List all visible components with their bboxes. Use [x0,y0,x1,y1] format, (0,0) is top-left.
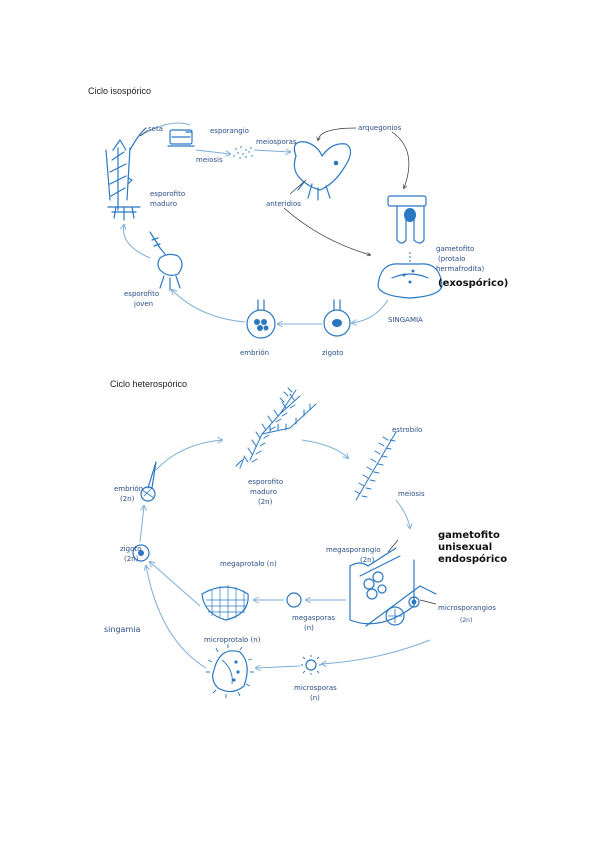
strobilus-drawing [355,432,396,500]
zygote-drawing [324,300,350,336]
label-esporofito-maduro-3-h: (2n) [258,498,273,506]
label-megaspora-1: megasporas [292,614,335,622]
label-zigoto-1-h: zigoto [120,545,141,553]
label-esporofito-maduro-2-h: maduro [250,488,277,496]
label-embrion: embrión [240,349,269,357]
label-gametofito-2: (protalo [438,255,465,263]
arrow-syngamy [352,300,388,323]
young-sporophyte-drawing [150,232,182,290]
label-embrion-2-h: (2n) [120,495,135,503]
megaspore-drawing [287,593,301,607]
pointer-microsporangio [420,600,436,604]
arrow-sporophyte-to-strobilus [302,440,348,458]
arrow-zygote-to-embryo-2 [140,506,144,542]
label-esporofito-maduro-1: esporofito [150,190,185,198]
embryo-drawing-2 [141,462,156,501]
meiospores-drawing [233,146,253,159]
label-megaspora-2: (n) [304,624,314,632]
label-singamia: SINGAMIA [388,316,423,324]
arrow-meiosis [196,150,230,154]
label-gametofito-2-h: unisexual [438,542,492,553]
label-meiosporas: meiosporas [256,138,297,146]
arrow-meiosis-2 [396,500,410,528]
mature-sporophyte-drawing-2 [236,388,316,468]
label-zigoto-2-h: (2n) [124,555,139,563]
label-exosporico: (exospórico) [438,277,508,289]
pointer-anteridios [290,180,306,194]
gametophyte-cup-drawing [378,264,442,298]
arrow-microsporangio-to-microspore [322,640,430,664]
label-gametofito-3-h: endospórico [438,553,507,565]
label-microsporangio-1: microsporangios [438,604,496,612]
microspore-drawing [301,655,321,675]
label-meiosis-h: meiosis [398,490,425,498]
label-anteridios: anteridios [266,200,301,208]
label-esporangio: esporangio [210,127,249,135]
label-microprotalo: microprotalo (n) [204,636,261,644]
heterosporic-cycle: estrobilo esporofito maduro (2n) meiosis… [104,388,507,702]
arrow-microprothallus-to-zygote [146,566,206,668]
label-microsporangio-2: (2n) [460,617,472,624]
label-zigoto: zigoto [322,349,343,357]
pointer-archegonios [318,128,356,140]
arrow-embryo-to-young [172,290,245,322]
label-gametofito-3: hermafrodita) [436,265,485,273]
label-meiosis: meiosis [196,156,223,164]
archegonium-drawing [388,196,426,243]
arrow-microspore-to-microprothallus [256,666,300,668]
label-microspora-2: (n) [310,694,320,702]
label-arquegonios: arquegonios [358,124,402,132]
arrow-embryo-to-sporophyte [156,440,222,470]
label-megasporangio-2: (2n) [360,556,375,564]
megaprothallus-drawing [202,585,248,620]
label-esporofito-maduro-1-h: esporofito [248,478,283,486]
label-embrion-1-h: embrión [114,485,143,493]
label-esporofito-joven-1: esporofito [124,290,159,298]
label-gametofito-1: gametofito [436,245,474,253]
label-megasporangio-1: megasporangio [326,546,381,554]
label-esporofito-maduro-2: maduro [150,200,177,208]
label-estrobilo: estrobilo [392,426,422,434]
pointer-anteridios-detail [284,208,370,255]
arrow-young-to-mature [124,225,150,258]
arrow-megaprothallus-to-zygote [150,562,200,606]
label-microspora-1: microsporas [294,684,337,692]
gametophyte-prothallus-drawing [294,142,350,200]
sporangium-drawing [168,130,194,146]
isosporic-cycle: seta esporangio meiosis meiosporas arque… [106,123,508,357]
label-esporofito-joven-2: joven [133,300,153,308]
embryo-drawing [247,300,275,338]
mature-sporophyte-drawing [106,128,146,220]
label-gametofito-1-h: gametofito [438,530,500,541]
label-seta: seta [148,125,163,133]
label-megaprotalo: megaprotalo (n) [220,560,277,568]
pointer-archegonios-detail [392,132,409,188]
microprothallus-drawing [206,644,254,698]
arrow-meiospores-to-gametophyte [254,150,290,152]
label-singamia-h: singamia [104,625,140,634]
